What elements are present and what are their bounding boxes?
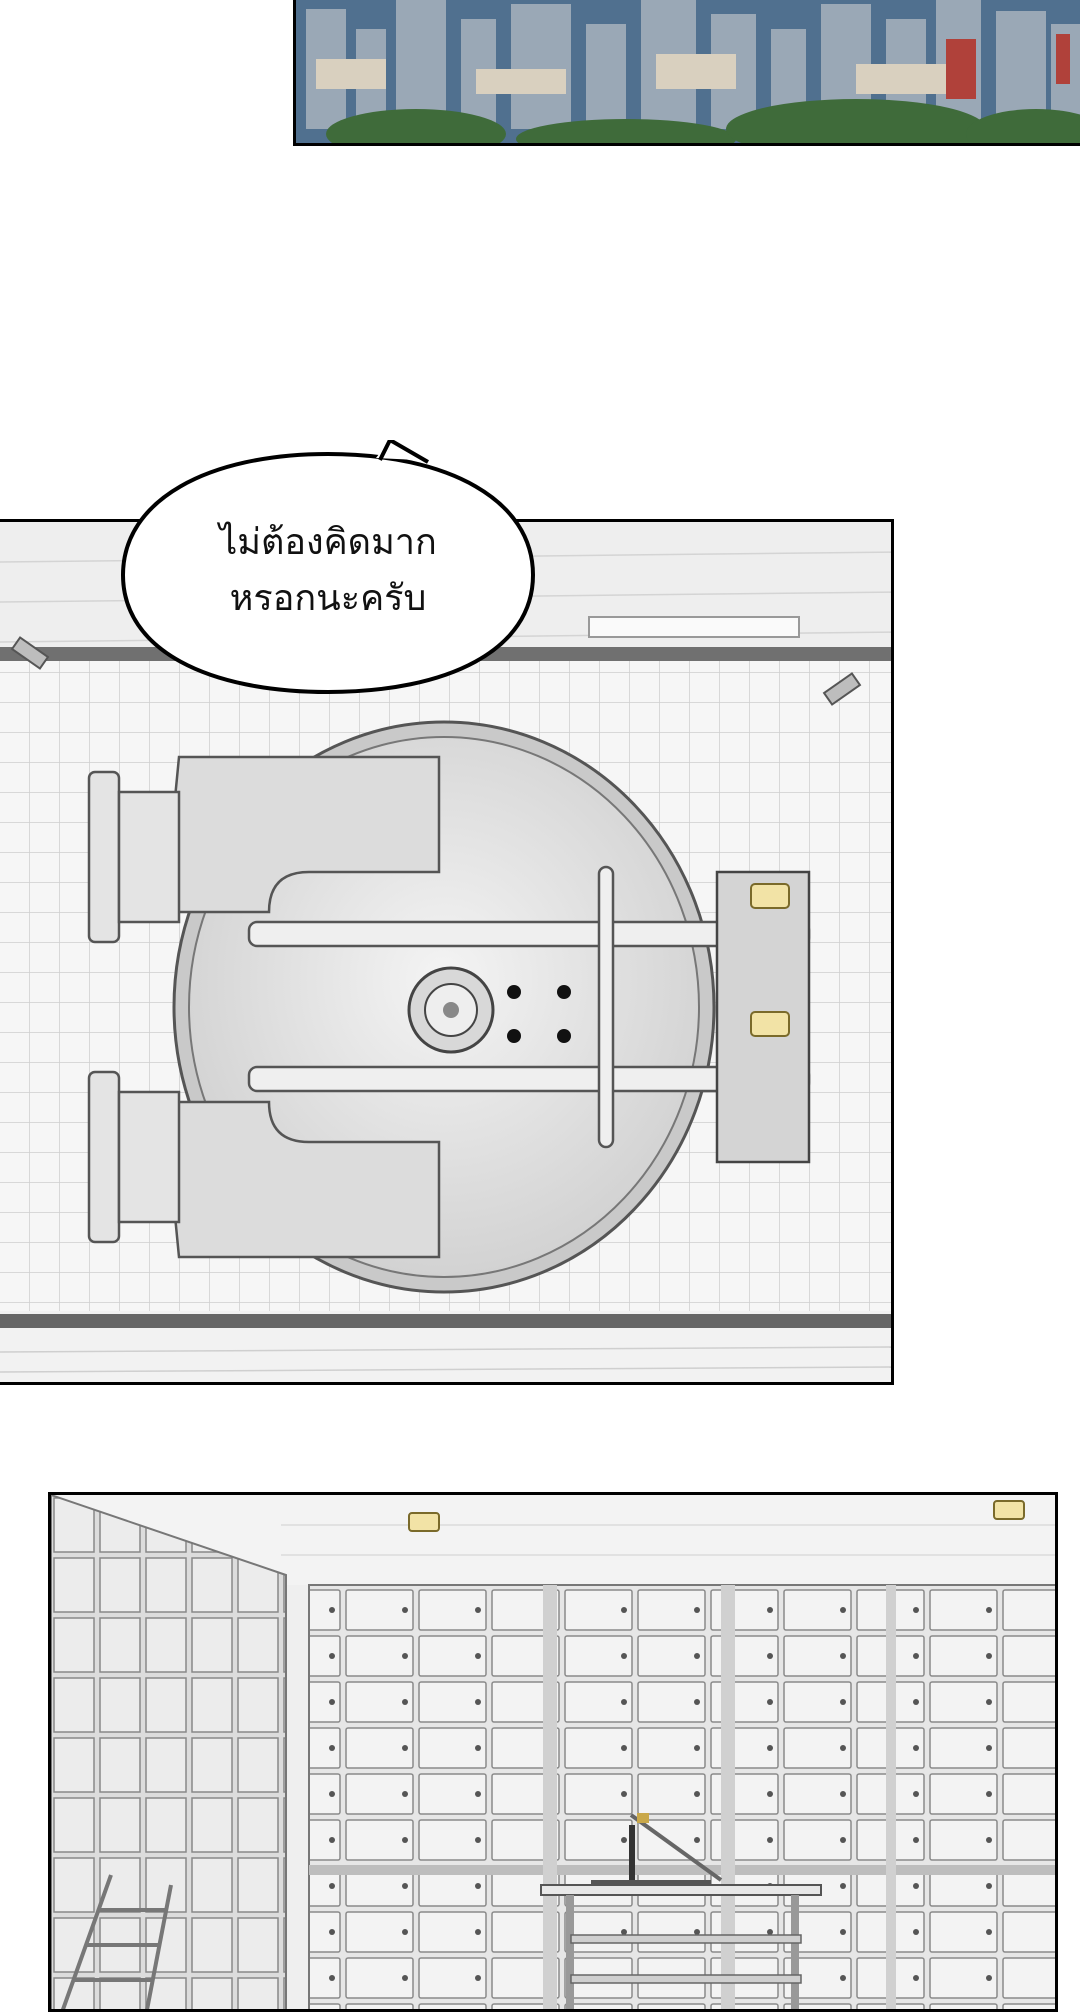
city-skyline-illustration	[296, 0, 1080, 143]
ceiling-light-icon	[588, 616, 800, 638]
security-camera-icon	[10, 636, 862, 706]
speech-line-1: ไม่ต้องคิดมาก	[219, 522, 437, 563]
speech-bubble-text: ไม่ต้องคิดมาก หรอกนะครับ	[118, 515, 538, 627]
sword-icon	[591, 1813, 723, 1886]
indicator-light-icon	[750, 883, 790, 1037]
ladder-icon	[61, 1874, 173, 2009]
wall-light-icon	[408, 1500, 1025, 1532]
combination-dial-icon	[407, 966, 495, 1054]
speech-line-2: หรอกนะครับ	[229, 578, 427, 619]
speech-bubble	[120, 440, 536, 695]
safe-deposit-lockers-illustration	[51, 1495, 1055, 2009]
city-skyline-panel	[293, 0, 1080, 146]
hinge-icon	[87, 770, 181, 1244]
safe-deposit-lockers-panel	[48, 1492, 1058, 2012]
